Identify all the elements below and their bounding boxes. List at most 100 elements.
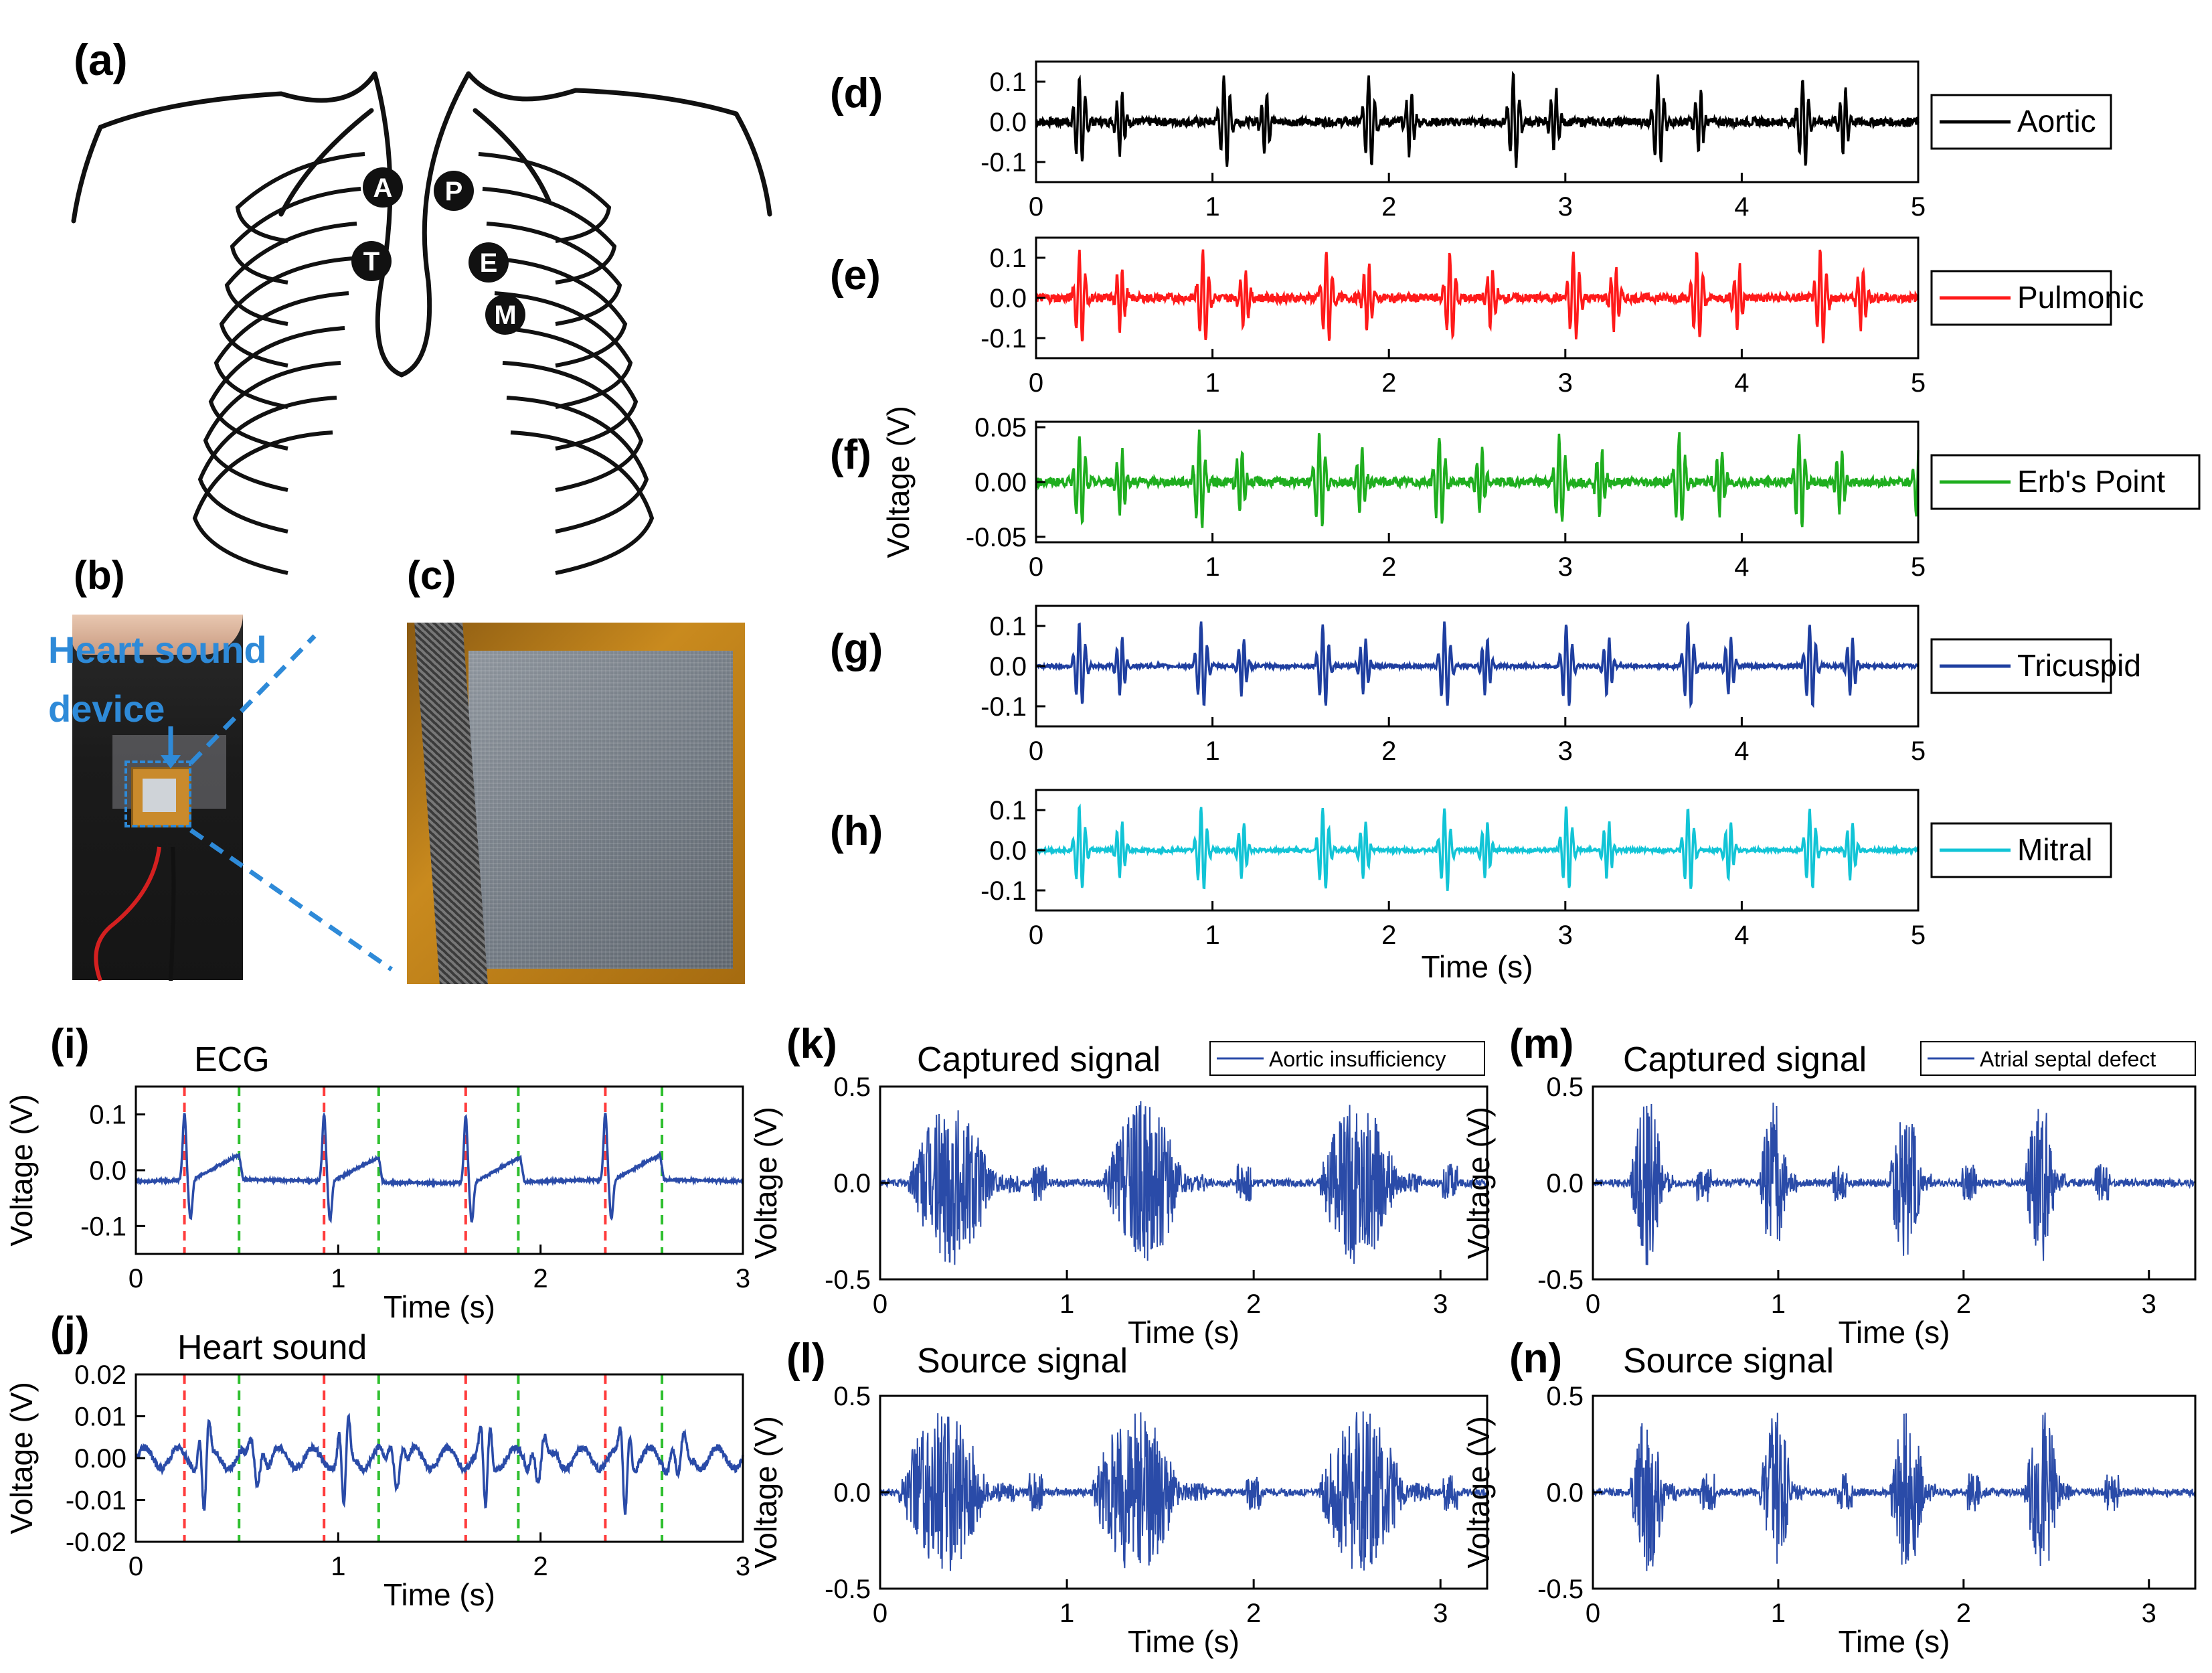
xtick-label: 0 — [129, 1264, 143, 1293]
panel-label-n: (n) — [1509, 1336, 1562, 1382]
point-E: E — [469, 242, 509, 283]
ytick-label: 0.01 — [74, 1403, 126, 1432]
ytick-label: -0.1 — [981, 692, 1027, 722]
panel-label-m: (m) — [1509, 1021, 1573, 1067]
point-marker — [363, 167, 403, 208]
ytick-label: 0.5 — [833, 1072, 871, 1102]
xtick-label: 3 — [1558, 192, 1573, 222]
xtick-label: 0 — [873, 1599, 887, 1628]
xtick-label: 0 — [1029, 552, 1043, 582]
point-label: M — [494, 301, 516, 330]
point-P: P — [434, 171, 474, 211]
ytick-label: 0.02 — [74, 1360, 126, 1390]
legend-f: Erb's Point — [1930, 454, 2201, 510]
xtick-label: 1 — [1059, 1289, 1074, 1319]
xtick-label: 1 — [1205, 921, 1219, 950]
zoom-line-top — [189, 634, 317, 765]
legend-text: Erb's Point — [2017, 464, 2165, 499]
xtick-label: 4 — [1734, 368, 1749, 398]
legend-d: Aortic — [1930, 94, 2112, 150]
y-axis-label: Voltage (V) — [1461, 1107, 1496, 1259]
legend-text: Tricuspid — [2017, 648, 2141, 683]
series-line-h — [1035, 803, 1920, 891]
point-label: T — [363, 247, 379, 276]
rib-left-3 — [219, 256, 353, 368]
xtick-label: 2 — [1956, 1599, 1971, 1628]
xtick-label: 2 — [1381, 368, 1396, 398]
xtick-label: 2 — [1246, 1599, 1261, 1628]
series-line-j — [135, 1413, 744, 1515]
xtick-label: 2 — [1956, 1289, 1971, 1319]
rib-right-8 — [510, 430, 655, 575]
panel-label-g: (g) — [830, 626, 883, 672]
x-axis-label: Time (s) — [384, 1289, 495, 1324]
xtick-label: 3 — [1433, 1599, 1448, 1628]
xtick-label: 5 — [1911, 368, 1926, 398]
legend-k: Aortic insufficiency — [1209, 1041, 1485, 1076]
panel-label-k: (k) — [786, 1021, 837, 1067]
panel-label-j: (j) — [50, 1309, 90, 1355]
chart-title-j: Heart sound — [177, 1328, 367, 1367]
xtick-label: 5 — [1911, 921, 1926, 950]
series-line-f — [1035, 429, 1920, 528]
xtick-label: 3 — [736, 1552, 750, 1581]
xtick-label: 0 — [129, 1552, 143, 1581]
panel-label-a: (a) — [74, 35, 128, 84]
x-axis-label: Time (s) — [1839, 1315, 1950, 1350]
xtick-label: 2 — [1381, 736, 1396, 766]
x-axis-label: Time (s) — [384, 1577, 495, 1612]
point-A: A — [363, 167, 403, 208]
xtick-label: 1 — [1205, 368, 1219, 398]
point-M: M — [485, 295, 525, 335]
ytick-label: -0.02 — [66, 1528, 126, 1557]
rib-right-5 — [498, 326, 639, 451]
photo-skin — [72, 615, 243, 655]
ytick-label: 0.05 — [974, 413, 1027, 443]
ytick-label: 0.1 — [989, 68, 1027, 97]
ytick-label: 0.0 — [989, 836, 1027, 866]
legend-g: Tricuspid — [1930, 638, 2141, 694]
y-axis-label: Voltage (V) — [4, 1382, 39, 1534]
y-axis-label: Voltage (V) — [748, 1416, 783, 1569]
legend-text: Pulmonic — [2017, 280, 2144, 315]
ytick-label: 0.00 — [974, 468, 1027, 497]
chart-title-i: ECG — [194, 1040, 270, 1079]
device-label-line1: Heart sound — [48, 629, 267, 671]
series-line-n — [1592, 1412, 2196, 1571]
xtick-label: 1 — [1771, 1599, 1786, 1628]
point-marker — [485, 295, 525, 335]
rib-left-4 — [214, 291, 349, 409]
series-line-e — [1035, 249, 1920, 343]
ytick-label: -0.1 — [981, 876, 1027, 906]
xtick-label: 3 — [2142, 1289, 2156, 1319]
series-line-i — [135, 1111, 744, 1224]
ytick-label: 0.0 — [89, 1156, 126, 1186]
ytick-label: 0.0 — [989, 108, 1027, 137]
point-T: T — [351, 241, 392, 281]
xtick-label: 2 — [1381, 552, 1396, 582]
xtick-label: 4 — [1734, 921, 1749, 950]
point-label: E — [480, 248, 498, 278]
xtick-label: 1 — [331, 1552, 345, 1581]
rib-left-5 — [208, 326, 345, 451]
device-label-line2: device — [48, 688, 165, 730]
y-axis-label: Voltage (V) — [1461, 1416, 1496, 1569]
xtick-label: 5 — [1911, 192, 1926, 222]
series-line-g — [1035, 621, 1919, 709]
legend-text: Aortic — [2017, 104, 2096, 139]
panel-label-b: (b) — [74, 553, 125, 598]
ytick-label: -0.5 — [825, 1575, 871, 1604]
panel-label-e: (e) — [830, 252, 881, 299]
ytick-label: -0.01 — [66, 1486, 126, 1516]
ytick-label: 0.0 — [989, 284, 1027, 313]
plot-frame-i — [135, 1085, 744, 1255]
photo-device-closeup — [407, 623, 745, 984]
